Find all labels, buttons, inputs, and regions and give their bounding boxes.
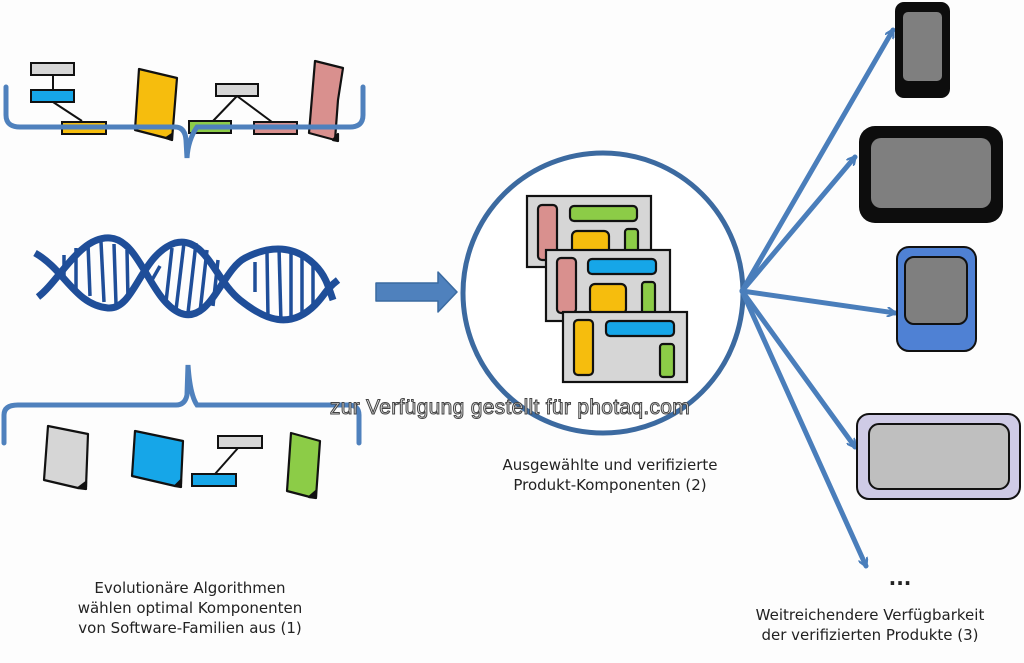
caption-step-3: Weitreichendere Verfügbarkeit der verifi… xyxy=(720,605,1020,645)
tablet-black-icon xyxy=(859,126,1003,223)
component-tree-1 xyxy=(30,62,107,135)
caption-line: wählen optimal Komponenten xyxy=(77,599,303,617)
arrow-to-tablet-black xyxy=(739,154,858,294)
document-pink-icon xyxy=(307,59,345,143)
dna-icon xyxy=(33,234,341,324)
document-blue-icon xyxy=(130,429,185,489)
more-devices-ellipsis: ... xyxy=(888,566,912,590)
bottom-component-group xyxy=(42,424,322,500)
component-gray xyxy=(215,83,259,97)
top-brace xyxy=(3,84,366,159)
watermark: zur Verfügung gestellt für photaq.com xyxy=(329,396,691,420)
arrow-to-smartphone-blue xyxy=(739,288,898,313)
tablet-lavender-icon xyxy=(856,413,1021,500)
component-tree-3 xyxy=(191,435,263,487)
document-green-icon xyxy=(285,431,322,500)
caption-line: von Software-Familien aus (1) xyxy=(78,619,302,637)
component-gray xyxy=(30,62,75,76)
product-card-2 xyxy=(544,248,672,323)
smartphone-blue-icon xyxy=(896,246,977,352)
distribution-arrows xyxy=(739,27,898,569)
caption-line: Produkt-Komponenten (2) xyxy=(513,476,707,494)
component-gray xyxy=(217,435,263,449)
caption-line: der verifizierten Produkte (3) xyxy=(761,626,979,644)
arrow-to-tablet-lavender xyxy=(739,288,858,450)
caption-step-2: Ausgewählte und verifizierte Produkt-Kom… xyxy=(450,455,770,495)
component-blue xyxy=(191,473,237,487)
document-yellow-icon xyxy=(133,67,179,142)
product-components-icon xyxy=(525,194,689,384)
caption-step-1: Evolutionäre Algorithmen wählen optimal … xyxy=(30,578,350,638)
caption-line: Ausgewählte und verifizierte xyxy=(502,456,718,474)
smartphone-black-icon xyxy=(895,2,950,98)
arrow-to-more xyxy=(739,288,869,569)
bottom-brace xyxy=(1,364,362,446)
document-gray-icon xyxy=(42,424,90,491)
caption-line: Weitreichendere Verfügbarkeit xyxy=(755,606,985,624)
arrow-to-smartphone-black xyxy=(739,27,896,294)
product-card-3 xyxy=(561,310,689,384)
block-arrow-icon xyxy=(375,271,458,313)
component-blue xyxy=(30,89,75,103)
caption-line: Evolutionäre Algorithmen xyxy=(94,579,286,597)
